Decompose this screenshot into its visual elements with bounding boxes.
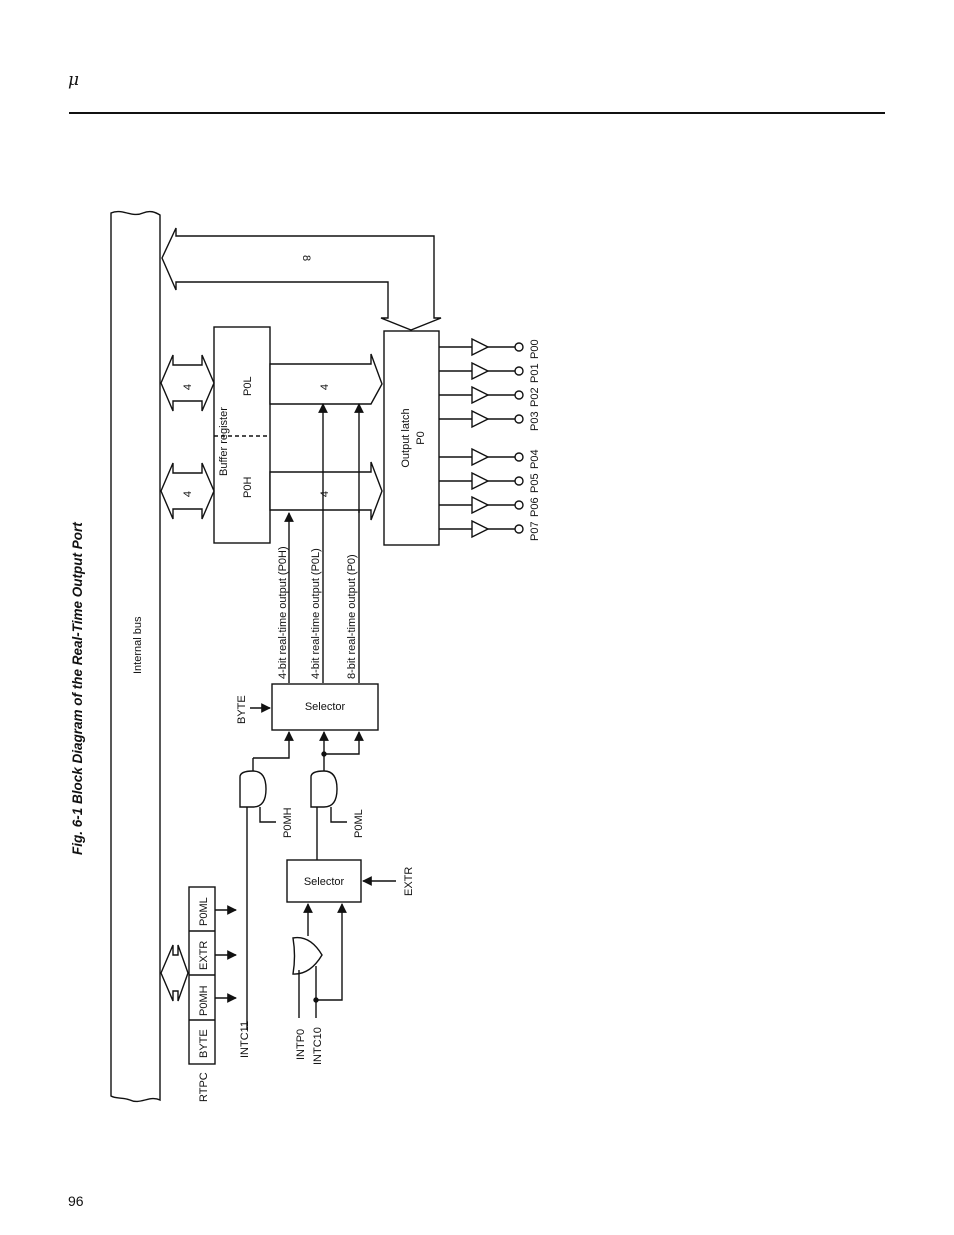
rt-output-p0h-label: 4-bit real-time output (P0H) xyxy=(277,546,289,679)
p0mh-gate-input xyxy=(259,807,276,823)
and-gate-p0ml xyxy=(310,770,338,808)
and-p0mh-to-selector xyxy=(253,731,294,759)
bus-to-p0l-arrow xyxy=(160,354,215,412)
pin-label-p04: P04 xyxy=(529,449,541,469)
rtpc-bit-extr: EXTR xyxy=(198,941,210,970)
output-latch-title: Output latch xyxy=(400,408,412,467)
rtpc-bit-p0mh: P0MH xyxy=(198,985,210,1016)
pin-label-p07: P07 xyxy=(529,521,541,541)
internal-bus-label: Internal bus xyxy=(132,616,144,674)
pin-label-p02: P02 xyxy=(529,387,541,407)
p0l-width-4: 4 xyxy=(182,384,194,390)
buffer-register xyxy=(213,326,271,544)
internal-bus xyxy=(110,210,161,1103)
intc11-label: INTC11 xyxy=(239,1021,251,1058)
intc10-label: INTC10 xyxy=(312,1027,324,1065)
rt-output-p0-label: 8-bit real-time output (P0) xyxy=(346,554,358,679)
p0l-latch-width-4: 4 xyxy=(319,384,331,390)
selector-main xyxy=(271,683,379,731)
header-rule xyxy=(69,112,885,114)
extr-label: EXTR xyxy=(403,867,415,896)
selector-main-label: Selector xyxy=(305,701,346,713)
rt-output-p0l-label: 4-bit real-time output (P0L) xyxy=(310,548,322,679)
intc10-to-selector xyxy=(316,903,347,1001)
header-mu-symbol: μ xyxy=(68,70,80,90)
selector-trigger xyxy=(286,859,362,903)
pin-label-p06: P06 xyxy=(529,497,541,517)
buffer-p0h-label: P0H xyxy=(242,477,254,498)
p0h-width-4: 4 xyxy=(182,491,194,497)
byte-label: BYTE xyxy=(236,695,248,724)
buffer-register-title: Buffer register xyxy=(218,407,230,476)
and-p0ml-branch xyxy=(324,731,364,755)
pin-label-p03: P03 xyxy=(529,411,541,431)
bus-8-arrow xyxy=(161,227,442,331)
pin-label-p01: P01 xyxy=(529,363,541,383)
bus-width-8: 8 xyxy=(300,255,312,261)
p0mh-label: P0MH xyxy=(282,807,294,838)
rtpc-name: RTPC xyxy=(198,1072,210,1102)
bus-to-rtpc-arrow xyxy=(160,944,189,1002)
p0ml-label: P0ML xyxy=(353,809,365,838)
figure-caption: Fig. 6-1 Block Diagram of the Real-Time … xyxy=(70,522,85,855)
selector-trigger-label: Selector xyxy=(304,876,345,888)
rtpc-bit-p0ml: P0ML xyxy=(198,897,210,926)
buffer-p0l-label: P0L xyxy=(242,376,254,396)
output-latch xyxy=(383,330,440,546)
and-gate-p0mh xyxy=(239,770,267,808)
pin-label-p00: P00 xyxy=(529,339,541,359)
p0h-to-latch-arrow xyxy=(269,461,383,521)
intp0-label: INTP0 xyxy=(295,1029,307,1060)
p0h-latch-width-4: 4 xyxy=(319,491,331,497)
output-latch-name: P0 xyxy=(415,431,427,444)
p0l-to-latch-arrow xyxy=(269,353,383,405)
output-pin-drivers xyxy=(439,337,524,539)
p0ml-gate-input xyxy=(330,807,347,823)
or-gate xyxy=(292,936,323,975)
pin-label-p05: P05 xyxy=(529,473,541,493)
page-number: 96 xyxy=(68,1193,84,1209)
bus-to-p0h-arrow xyxy=(160,462,215,520)
rtpc-bit-byte: BYTE xyxy=(198,1029,210,1058)
